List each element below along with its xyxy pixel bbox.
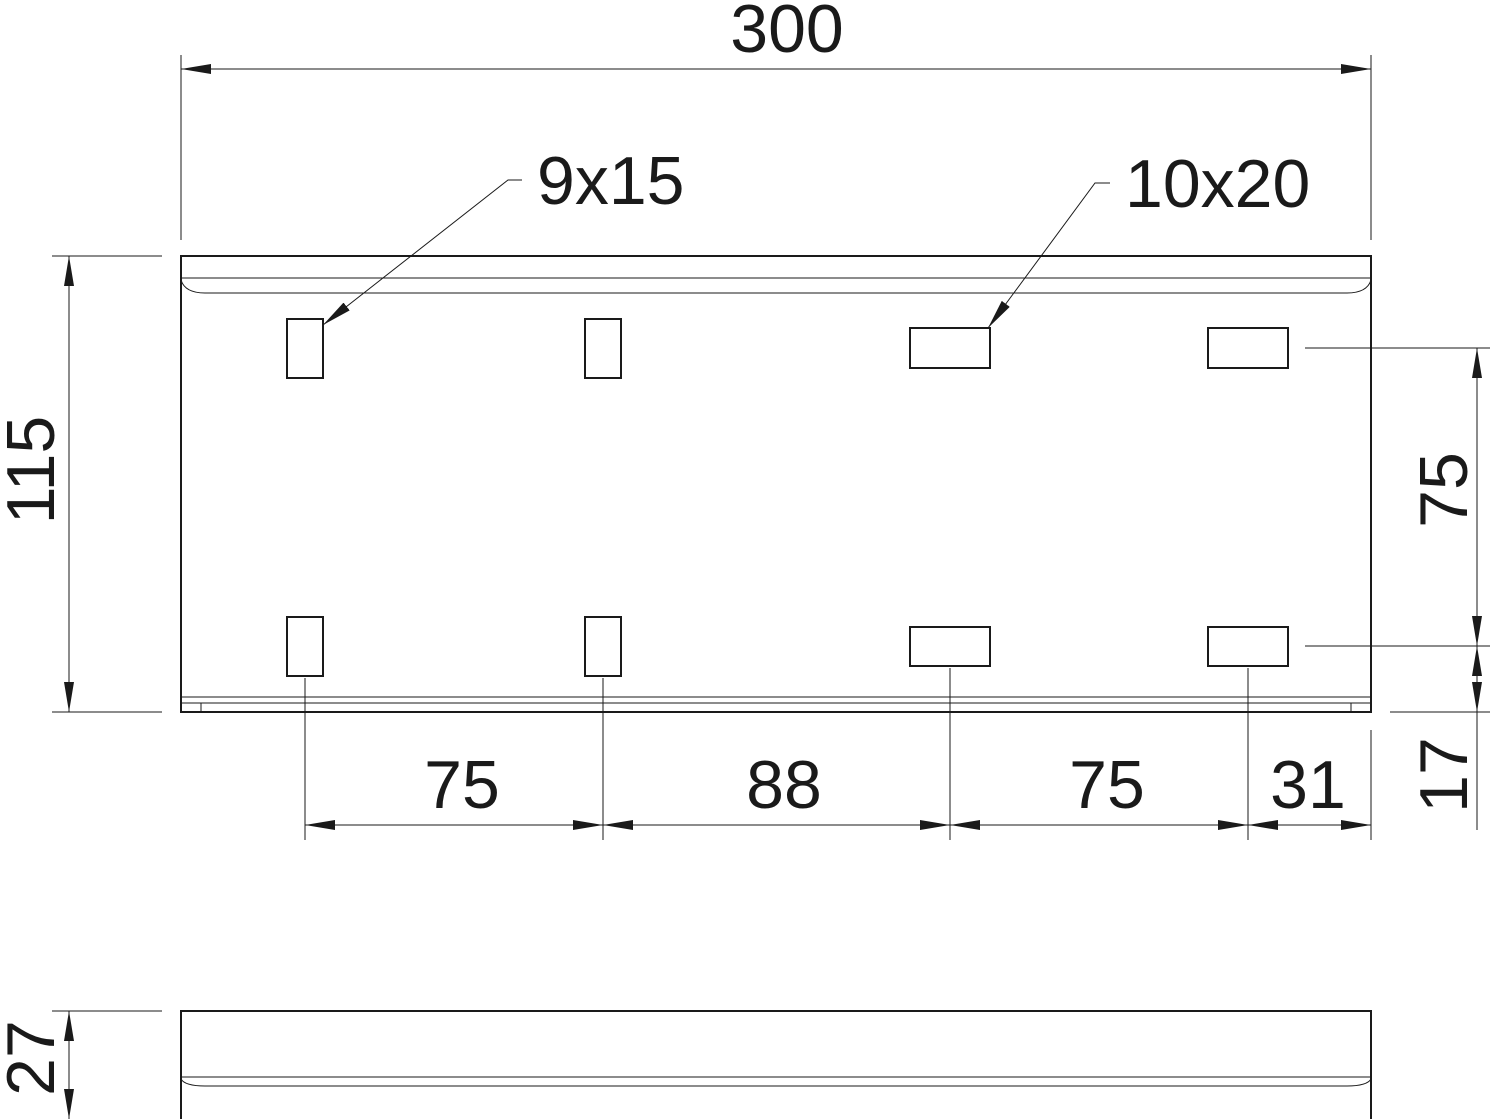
dimension-overall-width: 115 [0,255,162,713]
slot-10x20 [909,327,991,369]
dimension-label: 17 [1406,737,1482,813]
callout-large-slot: 10x20 [987,146,1310,329]
dimension-label: 75 [424,747,500,823]
plate-side-view [180,1010,1372,1119]
dimension-slot-row-spacing: 75 [1305,347,1490,647]
dimension-label: 27 [0,1020,69,1096]
dimension-label: 75 [1069,747,1145,823]
slot-9x15 [584,318,622,379]
slot-9x15 [286,318,324,379]
plate-top-view [180,255,1372,713]
slot-10x20 [1207,327,1289,369]
dimension-label: 115 [0,416,69,524]
callout-label: 10x20 [1125,146,1310,222]
dimension-chain-bottom: 75 88 75 31 [304,668,1372,840]
slot-9x15 [286,616,324,677]
slot-10x20 [909,626,991,667]
dimension-label: 88 [746,747,822,823]
dimension-side-height: 27 [0,1010,162,1119]
slots [286,318,1289,677]
callout-small-slot: 9x15 [322,143,684,326]
slot-10x20 [1207,626,1289,667]
slot-9x15 [584,616,622,677]
callout-label: 9x15 [537,143,684,219]
dimension-edge-offset: 17 [1390,646,1490,830]
dimension-label: 300 [730,0,843,67]
dimension-label: 31 [1270,747,1346,823]
dimension-overall-length: 300 [180,0,1372,240]
dimension-label: 75 [1406,452,1482,528]
